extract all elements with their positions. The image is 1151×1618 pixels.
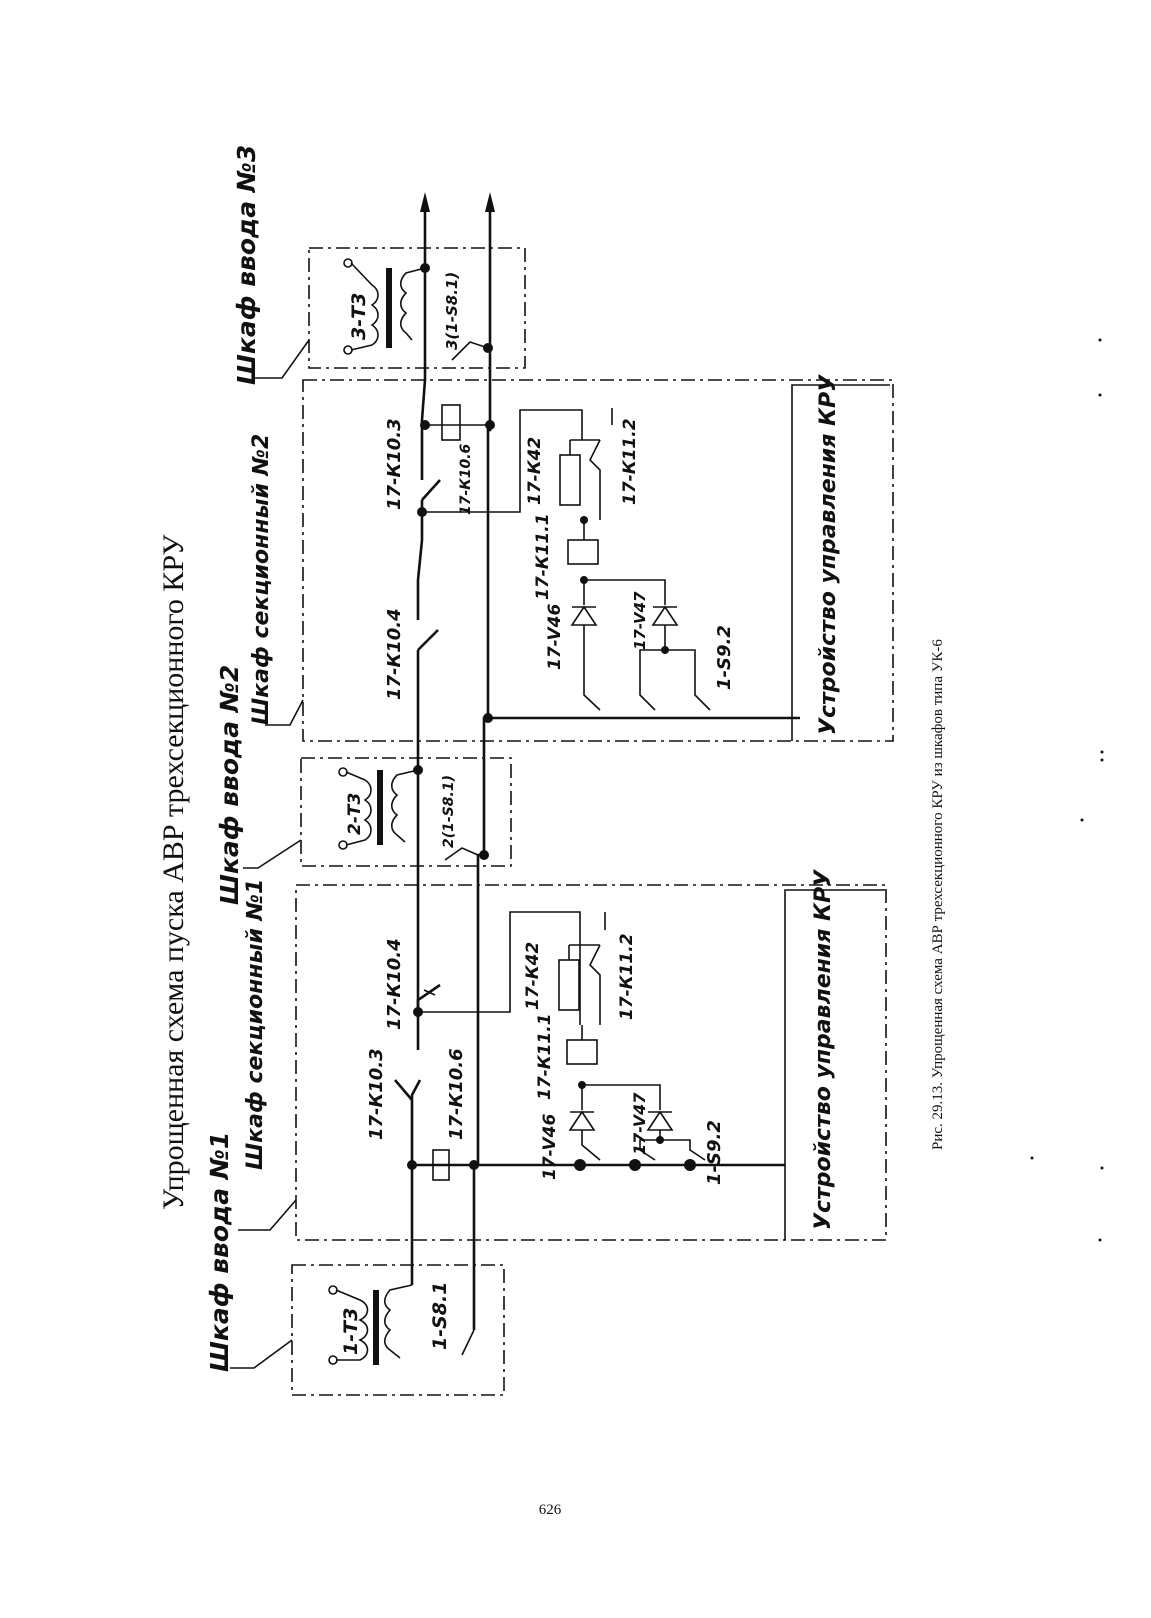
label-section2: Шкаф секционный №2: [249, 434, 274, 725]
label-sec1-k112: 17-К11.2: [617, 933, 637, 1020]
label-input3: Шкаф ввода №3: [232, 145, 261, 385]
label-sec2-v46: 17-V46: [545, 604, 565, 670]
label-3-s81: 3(1-S8.1): [443, 272, 461, 350]
label-sec1-v46: 17-V46: [540, 1114, 560, 1180]
label-sec2-k106: 17-К10.6: [458, 443, 474, 515]
label-sec2-k104: 17-К10.4: [384, 608, 405, 700]
label-1-t3: 1-Т3: [340, 1308, 362, 1355]
label-3-t3: 3-Т3: [348, 293, 370, 340]
label-section1: Шкаф секционный №1: [243, 879, 268, 1170]
label-input1: Шкаф ввода №1: [205, 1132, 234, 1372]
cabinet-section2-frame: [302, 379, 894, 742]
label-sec1-k42: 17-К42: [523, 942, 543, 1010]
cabinet-input1-frame: [291, 1264, 505, 1396]
label-sec2-k112: 17-К11.2: [620, 418, 640, 505]
label-input2: Шкаф ввода №2: [215, 665, 244, 905]
figure-caption: Рис. 29.13. Упрощенная схема АВР трехсек…: [930, 639, 946, 1150]
label-sec1-k106: 17-К10.6: [446, 1048, 467, 1140]
label-sec2-k103: 17-К10.3: [384, 418, 405, 510]
label-sec1-s92: 1-S9.2: [704, 1120, 725, 1185]
cabinet-input3-frame: [308, 247, 526, 369]
label-sec2-k111: 17-К11.1: [533, 513, 553, 600]
label-control-device1: Устройство управления КРУ: [811, 869, 836, 1230]
label-sec2-v47: 17-V47: [631, 591, 649, 650]
label-2-t3: 2-Т3: [345, 793, 365, 835]
bus-b: [472, 200, 492, 1330]
page-number: 626: [538, 1502, 562, 1518]
label-sec2-k42: 17-К42: [525, 437, 545, 505]
label-control-device2: Устройство управления КРУ: [816, 374, 841, 735]
label-sec1-k104: 17-К10.4: [384, 938, 405, 1030]
control-device1-frame: [784, 889, 885, 1240]
label-sec2-s92: 1-S9.2: [714, 625, 735, 690]
label-sec1-k103: 17-К10.3: [366, 1048, 387, 1140]
label-1-s81: 1-S8.1: [429, 1282, 451, 1350]
cabinet-input2-frame: [300, 757, 512, 867]
cabinet-section1-frame: [295, 884, 887, 1241]
label-2-s81: 2(1-S8.1): [441, 775, 457, 848]
label-sec1-v47: 17-V47: [630, 1092, 649, 1155]
label-sec1-k111: 17-К11.1: [535, 1013, 555, 1100]
diagram-title: Упрощенная схема пуска АВР трехсекционно…: [157, 534, 190, 1210]
control-device2-frame: [791, 384, 890, 741]
